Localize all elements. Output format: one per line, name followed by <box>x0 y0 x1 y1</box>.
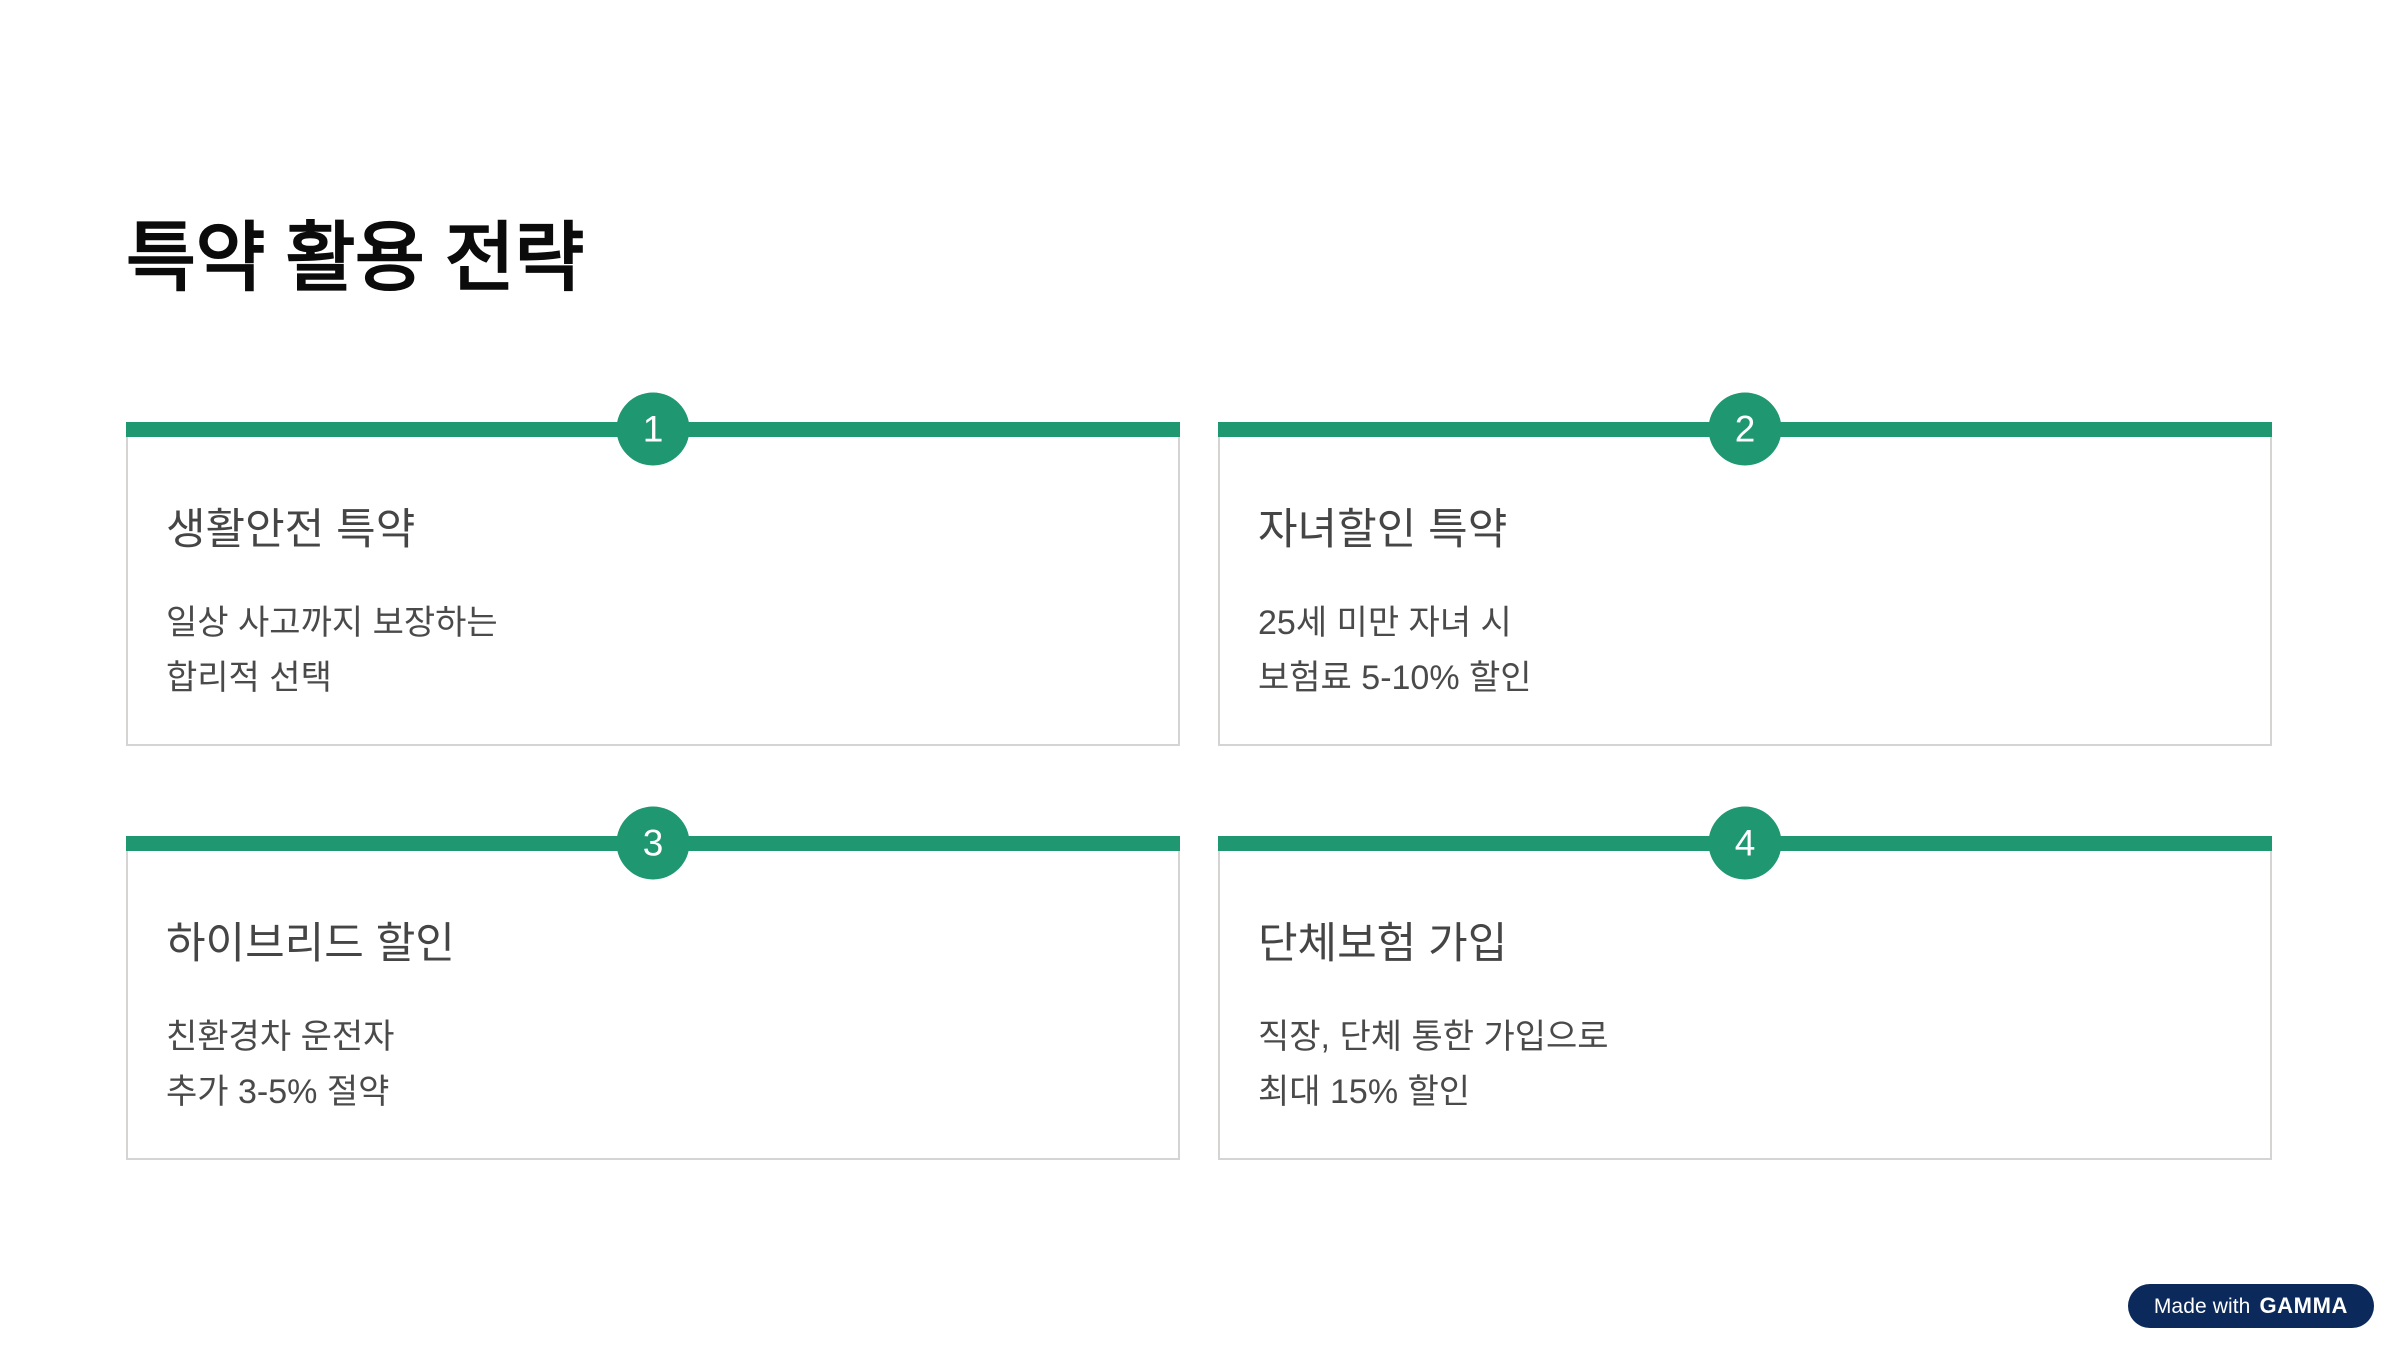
card-body: 친환경차 운전자 추가 3-5% 절약 <box>166 1010 1140 1120</box>
feature-card-4[interactable]: 4 단체보험 가입 직장, 단체 통한 가입으로 최대 15% 할인 <box>1218 806 2272 1160</box>
card-body: 직장, 단체 통한 가입으로 최대 15% 할인 <box>1258 1010 2232 1120</box>
card-body-line: 일상 사고까지 보장하는 <box>166 603 498 642</box>
card-body: 일상 사고까지 보장하는 합리적 선택 <box>166 596 1140 706</box>
gamma-badge-brand: GAMMA <box>2259 1293 2348 1318</box>
card-body-line: 보험료 5-10% 할인 <box>1258 658 1532 697</box>
card-title: 하이브리드 할인 <box>166 920 455 968</box>
card-body-line: 친환경차 운전자 <box>166 1017 395 1056</box>
card-body-line: 25세 미만 자녀 시 <box>1258 603 1512 642</box>
gamma-badge-prefix: Made with <box>2153 1294 2251 1318</box>
card-title: 단체보험 가입 <box>1258 920 1508 968</box>
card-body-line: 추가 3-5% 절약 <box>166 1072 390 1111</box>
card-body-line: 직장, 단체 통한 가입으로 <box>1258 1017 1609 1056</box>
feature-card-grid: 1 생활안전 특약 일상 사고까지 보장하는 합리적 선택 2 자녀할인 특약 … <box>126 392 2272 1160</box>
feature-card-1[interactable]: 1 생활안전 특약 일상 사고까지 보장하는 합리적 선택 <box>126 392 1180 746</box>
card-body: 25세 미만 자녀 시 보험료 5-10% 할인 <box>1258 596 2232 706</box>
card-number-badge: 1 <box>616 392 690 466</box>
card-number-badge: 2 <box>1708 392 1782 466</box>
card-number-badge: 3 <box>616 806 690 880</box>
made-with-gamma-badge[interactable]: Made with GAMMA <box>2127 1284 2374 1328</box>
page-title: 특약 활용 전략 <box>126 215 584 301</box>
card-body-line: 최대 15% 할인 <box>1258 1072 1471 1111</box>
card-title: 자녀할인 특약 <box>1258 506 1508 554</box>
feature-card-3[interactable]: 3 하이브리드 할인 친환경차 운전자 추가 3-5% 절약 <box>126 806 1180 1160</box>
feature-card-2[interactable]: 2 자녀할인 특약 25세 미만 자녀 시 보험료 5-10% 할인 <box>1218 392 2272 746</box>
card-title: 생활안전 특약 <box>166 506 416 554</box>
card-body-line: 합리적 선택 <box>166 658 332 697</box>
card-number-badge: 4 <box>1708 806 1782 880</box>
